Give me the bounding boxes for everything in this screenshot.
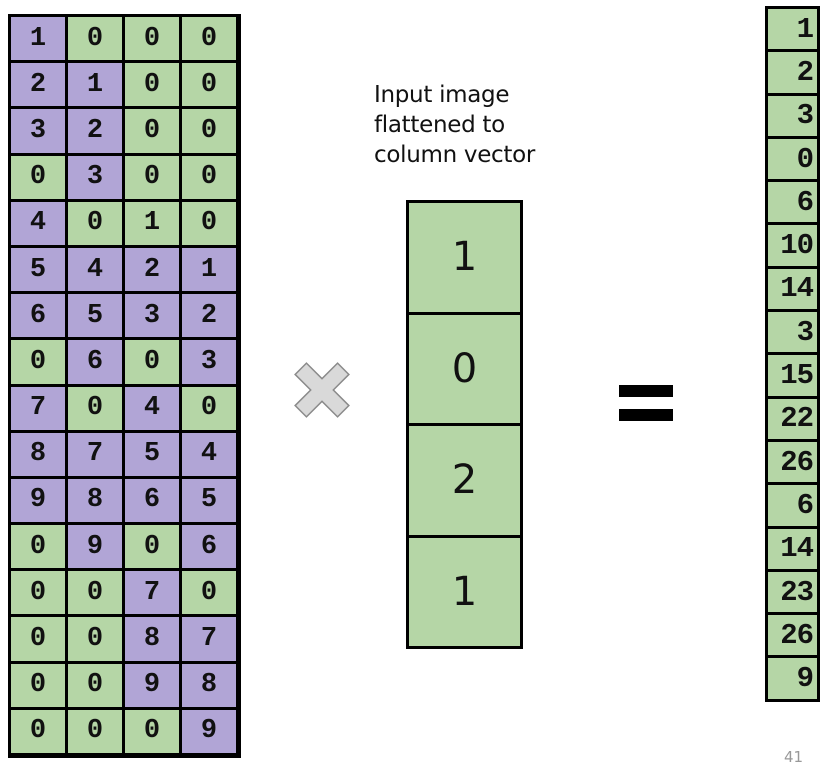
result-vector-cell: 0 <box>768 138 817 183</box>
matrix-cell: 8 <box>68 478 125 526</box>
matrix-cell: 0 <box>68 17 125 64</box>
result-vector-cell: 26 <box>768 615 817 659</box>
result-vector-cell: 3 <box>768 312 817 356</box>
matrix-cell: 4 <box>125 386 182 433</box>
matrix-cell: 7 <box>182 617 239 664</box>
matrix-cell: 0 <box>11 617 68 664</box>
matrix-cell: 0 <box>182 17 239 64</box>
matrix-cell: 0 <box>125 340 182 387</box>
input-vector-cell: 1 <box>409 203 520 315</box>
matrix-cell: 2 <box>11 63 68 110</box>
matrix-cell: 0 <box>125 17 182 64</box>
result-vector-cell: 10 <box>768 225 817 269</box>
result-vector-cell: 6 <box>768 485 817 529</box>
matrix-cell: 7 <box>125 571 182 618</box>
matrix-cell: 0 <box>125 709 182 756</box>
input-vector-cell: 2 <box>409 426 520 538</box>
matrix-cell: 0 <box>11 155 68 202</box>
result-vector-cell: 1 <box>768 9 817 53</box>
matrix-cell: 4 <box>182 432 239 479</box>
caption-line: Input image <box>374 82 510 108</box>
matrix-cell: 0 <box>11 340 68 387</box>
matrix-cell: 0 <box>11 571 68 618</box>
matrix-cell: 9 <box>182 709 239 756</box>
matrix-cell: 6 <box>182 525 239 572</box>
input-vector-cell: 1 <box>409 537 520 649</box>
matrix-cell: 0 <box>11 525 68 572</box>
result-vector-cell: 14 <box>768 528 817 572</box>
matrix-cell: 3 <box>182 340 239 387</box>
matrix-cell: 3 <box>125 294 182 341</box>
matrix-cell: 0 <box>182 386 239 433</box>
caption-line: column vector <box>374 142 536 168</box>
result-vector-cell: 26 <box>768 441 817 486</box>
matrix-cell: 1 <box>68 63 125 110</box>
result-vector-cell: 9 <box>768 658 817 702</box>
matrix-cell: 5 <box>68 294 125 341</box>
equals-icon <box>619 381 673 421</box>
result-vector-cell: 14 <box>768 268 817 313</box>
matrix-cell: 7 <box>11 386 68 433</box>
matrix-cell: 0 <box>182 155 239 202</box>
matrix-cell: 0 <box>68 709 125 756</box>
matrix-cell: 0 <box>125 525 182 572</box>
matrix-cell: 8 <box>182 663 239 710</box>
input-vector-cell: 0 <box>409 314 520 426</box>
matrix-cell: 6 <box>68 340 125 387</box>
times-icon <box>294 362 350 418</box>
matrix-cell: 8 <box>125 617 182 664</box>
matrix-cell: 1 <box>11 17 68 64</box>
matrix-cell: 0 <box>182 63 239 110</box>
matrix-cell: 0 <box>68 386 125 433</box>
result-vector-cell: 22 <box>768 398 817 442</box>
matrix-cell: 0 <box>68 201 125 248</box>
matrix-cell: 1 <box>182 247 239 295</box>
matrix-cell: 3 <box>11 109 68 156</box>
matrix-cell: 0 <box>68 571 125 618</box>
matrix-cell: 7 <box>68 432 125 479</box>
matrix-cell: 4 <box>11 201 68 248</box>
matrix-cell: 0 <box>125 155 182 202</box>
result-vector-cell: 15 <box>768 355 817 399</box>
matrix-cell: 0 <box>182 571 239 618</box>
matrix-cell: 4 <box>68 247 125 295</box>
matrix-cell: 0 <box>182 109 239 156</box>
matrix-cell: 0 <box>125 63 182 110</box>
matrix-cell: 5 <box>182 478 239 526</box>
matrix-cell: 6 <box>125 478 182 526</box>
matrix-cell: 5 <box>125 432 182 479</box>
matrix-cell: 2 <box>68 109 125 156</box>
result-vector-cell: 6 <box>768 182 817 226</box>
result-vector-cell: 23 <box>768 571 817 616</box>
page-number: 41 <box>784 748 804 766</box>
matrix-cell: 2 <box>125 247 182 295</box>
matrix-cell: 6 <box>11 294 68 341</box>
matrix-cell: 0 <box>11 663 68 710</box>
caption: Input image flattened to column vector <box>374 80 535 170</box>
matrix-cell: 9 <box>125 663 182 710</box>
matrix-cell: 0 <box>68 663 125 710</box>
matrix-cell: 3 <box>68 155 125 202</box>
matrix-cell: 9 <box>68 525 125 572</box>
input-vector: 1 0 2 1 <box>406 200 523 649</box>
matrix-cell: 2 <box>182 294 239 341</box>
matrix-cell: 0 <box>182 201 239 248</box>
result-vector-cell: 2 <box>768 52 817 96</box>
matrix-cell: 8 <box>11 432 68 479</box>
result-vector-cell: 3 <box>768 95 817 139</box>
matrix-cell: 9 <box>11 478 68 526</box>
matrix-cell: 0 <box>125 109 182 156</box>
matrix-cell: 0 <box>68 617 125 664</box>
caption-line: flattened to <box>374 112 505 138</box>
matrix-cell: 0 <box>11 709 68 756</box>
matrix-cell: 5 <box>11 247 68 295</box>
matrix-cell: 1 <box>125 201 182 248</box>
